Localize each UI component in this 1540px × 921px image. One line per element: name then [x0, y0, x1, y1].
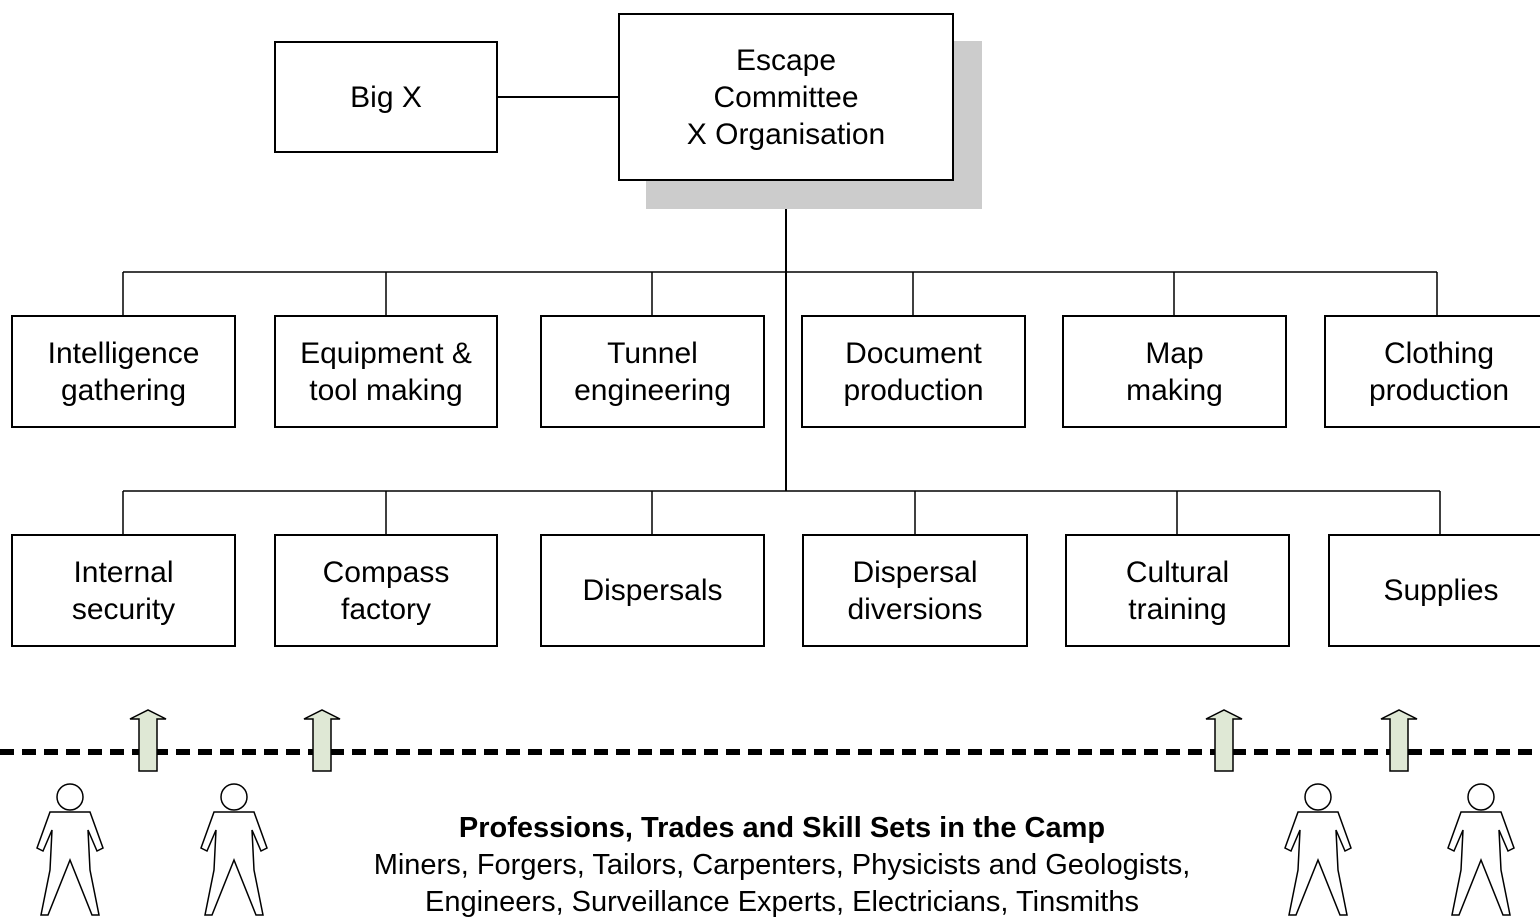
escape-committee-box: Escape Committee X Organisation — [618, 13, 954, 181]
department-label: Supplies — [1383, 574, 1499, 607]
department-box-dispersals: Dispersals — [540, 534, 765, 647]
person-icon — [200, 783, 268, 916]
department-box-dispersal-diversions: Dispersal diversions — [802, 534, 1028, 647]
big-x-box: Big X — [274, 41, 498, 153]
skills-title: Professions, Trades and Skill Sets in th… — [458, 812, 1106, 844]
department-box-internal-security: Internal security — [11, 534, 236, 647]
person-icon — [1447, 783, 1515, 916]
person-icon — [36, 783, 104, 916]
department-label: Intelligence gathering — [47, 336, 200, 407]
big-x-label: Big X — [350, 80, 422, 114]
department-label: Equipment & tool making — [300, 336, 472, 407]
department-box-clothing-production: Clothing production — [1324, 315, 1540, 428]
department-box-tunnel-engineering: Tunnel engineering — [540, 315, 765, 428]
department-label: Dispersal diversions — [847, 555, 983, 626]
skills-list-line-1: Miners, Forgers, Tailors, Carpenters, Ph… — [373, 849, 1191, 881]
department-label: Map making — [1126, 336, 1223, 407]
skills-list-line-2: Engineers, Surveillance Experts, Electri… — [424, 886, 1139, 918]
up-arrow-icon — [1380, 709, 1418, 772]
department-label: Document production — [843, 336, 984, 407]
department-label: Internal security — [71, 555, 176, 626]
department-box-map-making: Map making — [1062, 315, 1287, 428]
department-label: Clothing production — [1368, 336, 1510, 407]
department-box-equipment-tool-making: Equipment & tool making — [274, 315, 498, 428]
up-arrow-icon — [303, 709, 341, 772]
department-box-intelligence-gathering: Intelligence gathering — [11, 315, 236, 428]
up-arrow-icon — [129, 709, 167, 772]
department-label: Compass factory — [322, 555, 450, 626]
department-box-supplies: Supplies — [1328, 534, 1540, 647]
department-label: Tunnel engineering — [574, 336, 731, 407]
department-label: Cultural training — [1125, 555, 1230, 626]
up-arrow-icon — [1205, 709, 1243, 772]
escape-committee-label: Escape Committee X Organisation — [686, 43, 886, 151]
department-box-document-production: Document production — [801, 315, 1026, 428]
department-label: Dispersals — [582, 574, 723, 607]
department-box-cultural-training: Cultural training — [1065, 534, 1290, 647]
department-box-compass-factory: Compass factory — [274, 534, 498, 647]
person-icon — [1284, 783, 1352, 916]
